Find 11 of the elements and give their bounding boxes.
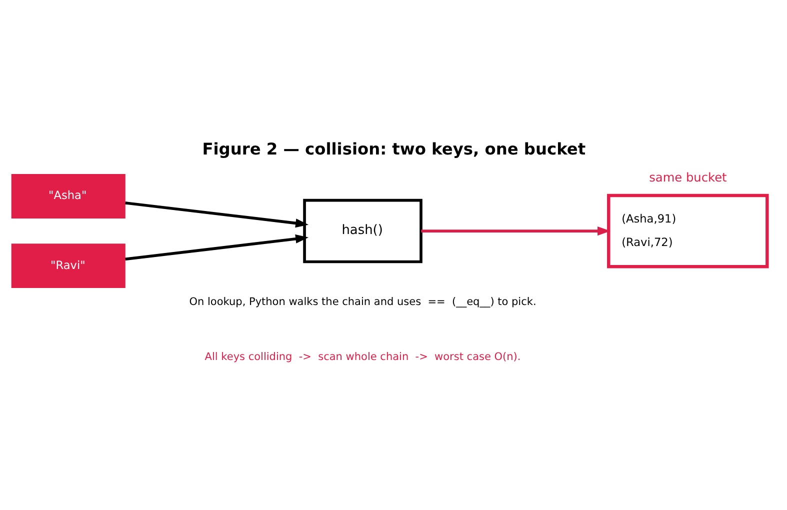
node-box: "Asha" xyxy=(11,174,126,218)
label: On lookup, Python walks the chain and uses == (__eq__) to pick. xyxy=(189,295,536,308)
node-box: hash() xyxy=(303,198,422,263)
node-box: (Asha,91) (Ravi,72) xyxy=(607,193,769,268)
node-box: "Ravi" xyxy=(11,243,126,288)
arrow xyxy=(125,234,309,260)
arrow xyxy=(421,226,610,236)
arrow xyxy=(125,201,309,228)
diagram-title: Figure 2 — collision: two keys, one bucket xyxy=(202,139,586,158)
label: All keys colliding -> scan whole chain -> worst case O(n). xyxy=(204,350,521,362)
node-label: same bucket xyxy=(649,170,727,184)
